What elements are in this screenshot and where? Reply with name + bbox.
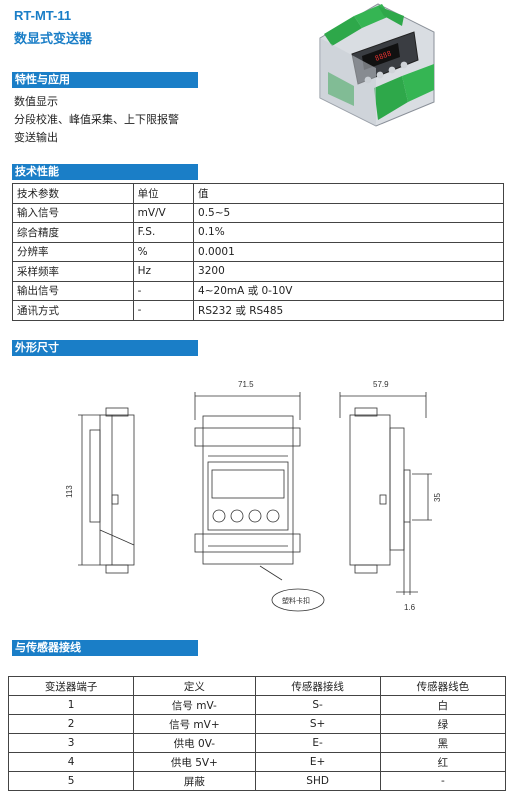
table-cell: - <box>379 771 507 791</box>
feature-item: 变送输出 <box>14 131 58 144</box>
table-row: 2 信号 mV+ S+ 绿 <box>7 714 507 734</box>
table-cell: 供电 0V- <box>133 733 256 753</box>
header-cell: 传感器线色 <box>379 676 507 696</box>
table-cell: 红 <box>379 752 507 772</box>
table-row: 5 屏蔽 SHD - <box>7 771 507 791</box>
table-cell: 输出信号 <box>12 280 134 301</box>
table-cell: 采样频率 <box>12 261 134 282</box>
table-cell: 综合精度 <box>12 222 134 243</box>
table-cell: 0.5~5 <box>193 202 504 223</box>
table-cell: 信号 mV+ <box>133 714 256 734</box>
table-cell: 3200 <box>193 261 504 282</box>
front-view: 71.5 <box>194 380 301 565</box>
wiring-table: 变送器端子 定义 传感器接线 传感器线色 1 信号 mV- S- 白 2 信号 … <box>7 676 507 791</box>
table-cell: F.S. <box>132 222 195 243</box>
side-width-dimension: 57.9 <box>373 380 389 389</box>
table-cell: E- <box>254 733 381 753</box>
header-cell: 变送器端子 <box>7 676 135 696</box>
table-cell: - <box>132 300 195 321</box>
table-header-row: 变送器端子 定义 传感器接线 传感器线色 <box>7 676 507 696</box>
table-row: 通讯方式 - RS232 或 RS485 <box>12 300 504 321</box>
table-cell: Hz <box>132 261 195 282</box>
table-cell: 白 <box>379 695 507 715</box>
table-cell: SHD <box>254 771 381 791</box>
header-cell: 单位 <box>132 183 195 204</box>
table-cell: S+ <box>254 714 381 734</box>
dimensions-section-header: 外形尺寸 <box>12 340 198 356</box>
product-model: RT-MT-11 <box>14 8 72 23</box>
table-row: 输入信号 mV/V 0.5~5 <box>12 202 504 223</box>
table-header-row: 技术参数 单位 值 <box>12 183 504 204</box>
header-cell: 值 <box>193 183 504 204</box>
table-cell: 5 <box>7 771 135 791</box>
clip-note: 塑料卡扣 <box>282 596 310 605</box>
table-cell: E+ <box>254 752 381 772</box>
table-cell: 黑 <box>379 733 507 753</box>
table-row: 综合精度 F.S. 0.1% <box>12 222 504 243</box>
table-cell: % <box>132 241 195 262</box>
table-cell: 信号 mV- <box>133 695 256 715</box>
table-cell: 2 <box>7 714 135 734</box>
header-cell: 技术参数 <box>12 183 134 204</box>
table-row: 输出信号 - 4~20mA 或 0-10V <box>12 280 504 301</box>
front-width-dimension: 71.5 <box>238 380 254 389</box>
table-cell: 0.1% <box>193 222 504 243</box>
wiring-section-header: 与传感器接线 <box>12 640 198 656</box>
left-side-view <box>89 407 135 574</box>
header-cell: 传感器接线 <box>254 676 381 696</box>
table-cell: 屏蔽 <box>133 771 256 791</box>
table-row: 采样频率 Hz 3200 <box>12 261 504 282</box>
table-cell: 4~20mA 或 0-10V <box>193 280 504 301</box>
table-row: 1 信号 mV- S- 白 <box>7 695 507 715</box>
specs-section-header: 技术性能 <box>12 164 198 180</box>
height-dimension: 113 <box>65 485 74 498</box>
header-cell: 定义 <box>133 676 256 696</box>
right-side-view: 57.9 <box>339 380 432 595</box>
table-cell: S- <box>254 695 381 715</box>
table-cell: 分辨率 <box>12 241 134 262</box>
rail-offset-dimension: 35 <box>433 493 442 502</box>
table-cell: 输入信号 <box>12 202 134 223</box>
table-cell: 0.0001 <box>193 241 504 262</box>
features-section-header: 特性与应用 <box>12 72 198 88</box>
product-photo: 8888 <box>319 3 435 127</box>
table-row: 3 供电 0V- E- 黑 <box>7 733 507 753</box>
table-cell: 3 <box>7 733 135 753</box>
table-cell: RS232 或 RS485 <box>193 300 504 321</box>
table-cell: mV/V <box>132 202 195 223</box>
table-cell: 绿 <box>379 714 507 734</box>
table-cell: 供电 5V+ <box>133 752 256 772</box>
table-cell: 1 <box>7 695 135 715</box>
product-name: 数显式变送器 <box>14 32 93 47</box>
specs-table: 技术参数 单位 值 输入信号 mV/V 0.5~5 综合精度 F.S. 0.1%… <box>12 183 504 321</box>
table-cell: 通讯方式 <box>12 300 134 321</box>
table-cell: 4 <box>7 752 135 772</box>
table-row: 分辨率 % 0.0001 <box>12 241 504 262</box>
feature-item: 分段校准、峰值采集、上下限报警 <box>14 113 179 126</box>
table-cell: - <box>132 280 195 301</box>
table-row: 4 供电 5V+ E+ 红 <box>7 752 507 772</box>
feature-item: 数值显示 <box>14 95 58 108</box>
dimension-drawing: 113 71.5 塑料卡扣 57.9 <box>65 380 442 612</box>
clip-depth-dimension: 1.6 <box>404 603 416 612</box>
